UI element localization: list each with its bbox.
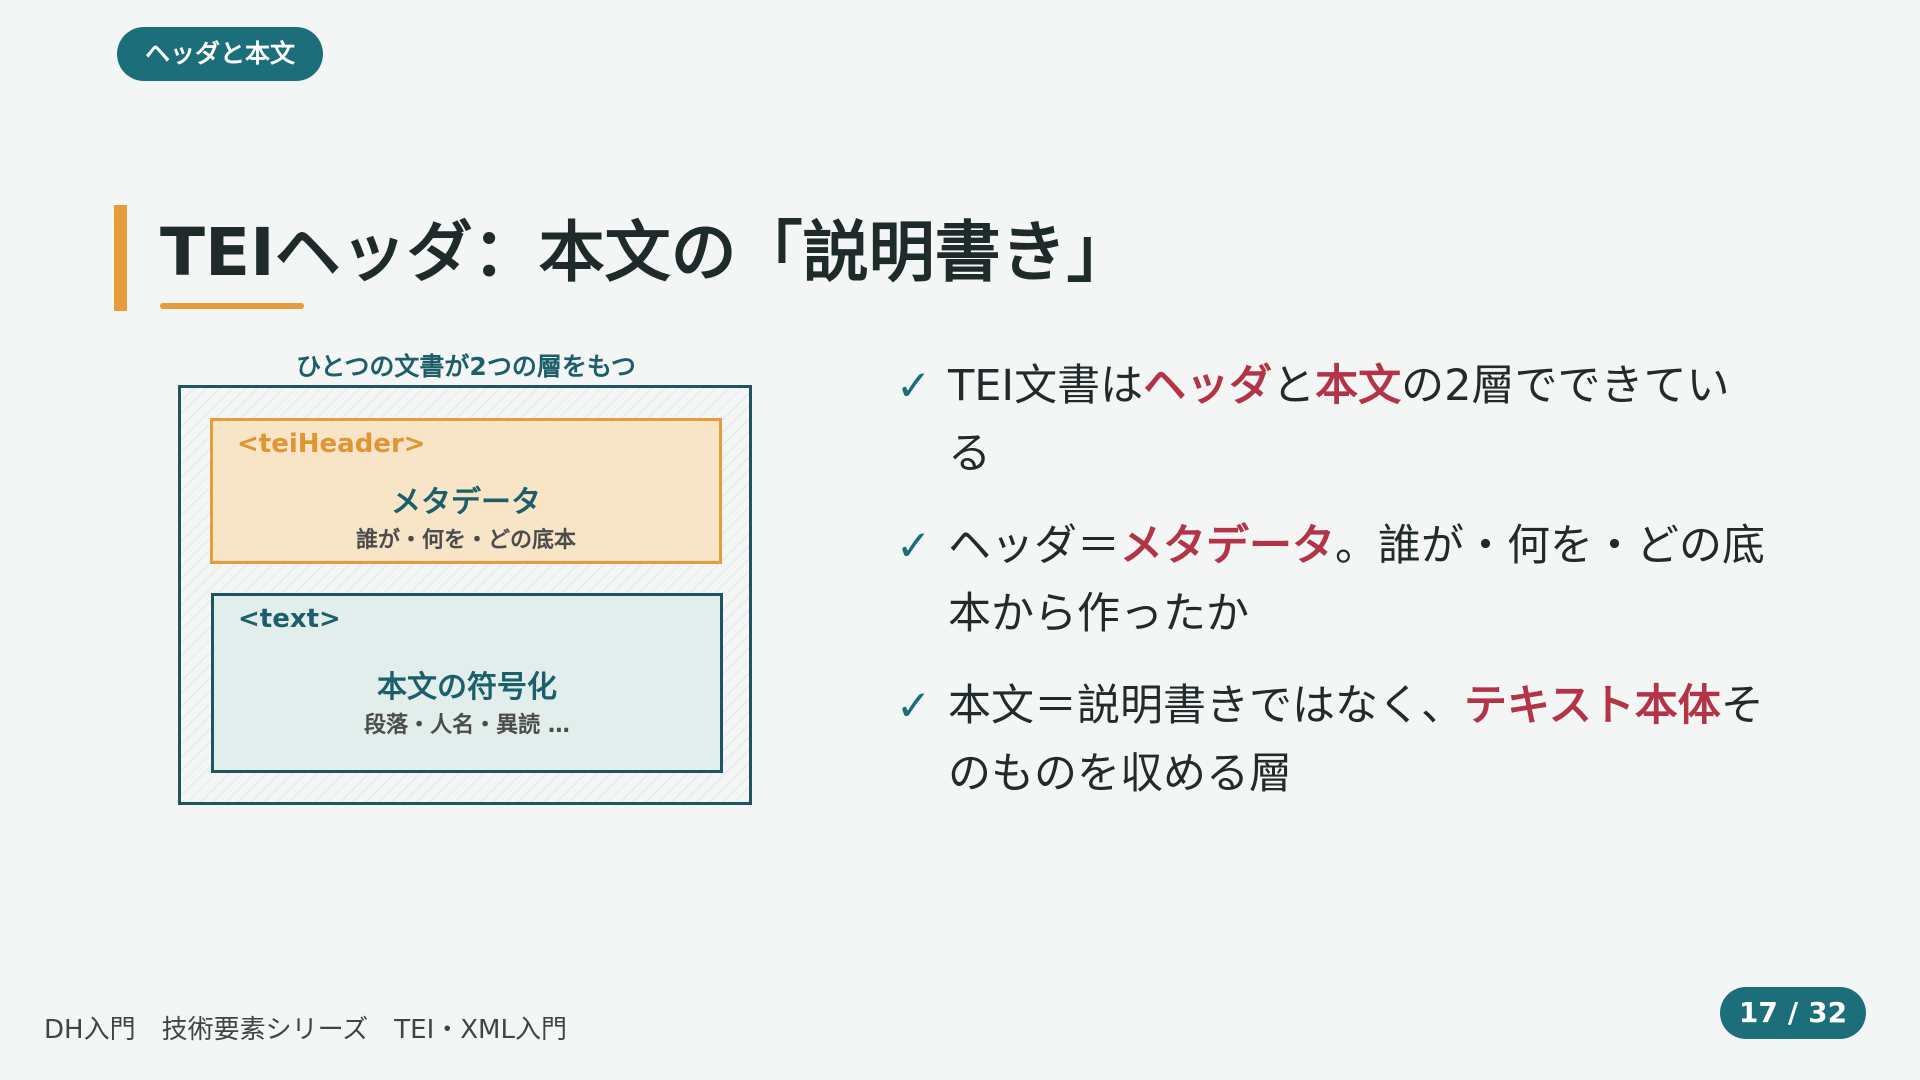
bullet-text-part: そのものを収める層	[948, 681, 1764, 799]
page-total: 32	[1808, 996, 1848, 1029]
tei-header-title: メタデータ	[391, 485, 541, 520]
slide-title: TEIヘッダ：本文の「説明書き」	[160, 214, 1133, 291]
footer-series-label: DH入門 技術要素シリーズ TEI・XML入門	[44, 1015, 567, 1045]
page-separator: /	[1787, 996, 1799, 1029]
bullet-text-part: と	[1272, 361, 1316, 411]
bullet-item: ✓ 本文＝説明書きではなく、テキスト本体そのものを収める層	[896, 672, 1816, 808]
bullet-highlight: テキスト本体	[1464, 681, 1721, 731]
bullet-highlight: 本文	[1315, 361, 1402, 411]
bullet-highlight: メタデータ	[1120, 521, 1335, 571]
bullet-item: ✓ TEI文書はヘッダと本文の2層でできている	[896, 352, 1816, 488]
bullet-text: 本文＝説明書きではなく、テキスト本体そのものを収める層	[948, 672, 1768, 808]
bullet-list: ✓ TEI文書はヘッダと本文の2層でできている ✓ ヘッダ＝メタデータ。誰が・何…	[896, 352, 1816, 832]
diagram-caption: ひとつの文書が2つの層をもつ	[296, 352, 636, 381]
bullet-text-part: 本文＝説明書きではなく、	[948, 681, 1464, 731]
bullet-text: ヘッダ＝メタデータ。誰が・何を・どの底本から作ったか	[948, 512, 1768, 648]
bullet-text-part: の2層でできている	[948, 361, 1730, 479]
check-icon: ✓	[896, 361, 932, 410]
bullet-text-part: ヘッダ＝	[948, 521, 1120, 571]
text-layer-subtitle: 段落・人名・異読 …	[364, 713, 570, 738]
text-layer-tag: <text>	[238, 604, 341, 634]
bullet-text: TEI文書はヘッダと本文の2層でできている	[948, 352, 1768, 488]
bullet-text-part: 。誰が・何を・どの底本から作ったか	[948, 521, 1765, 639]
check-icon: ✓	[896, 681, 932, 730]
bullet-item: ✓ ヘッダ＝メタデータ。誰が・何を・どの底本から作ったか	[896, 512, 1816, 648]
title-accent-bar	[114, 205, 127, 311]
page-current: 17	[1738, 996, 1778, 1029]
section-tag: ヘッダと本文	[117, 27, 323, 81]
tei-header-tag: <teiHeader>	[237, 429, 426, 459]
page-indicator: 17 / 32	[1720, 987, 1866, 1039]
title-underline	[160, 303, 304, 309]
tei-header-layer: <teiHeader> メタデータ 誰が・何を・どの底本	[210, 418, 722, 564]
text-layer: <text> 本文の符号化 段落・人名・異読 …	[211, 593, 723, 773]
check-icon: ✓	[896, 521, 932, 570]
text-layer-title: 本文の符号化	[377, 670, 557, 705]
bullet-text-part: TEI文書は	[948, 361, 1144, 411]
tei-header-subtitle: 誰が・何を・どの底本	[355, 528, 576, 553]
bullet-highlight: ヘッダ	[1143, 361, 1273, 411]
